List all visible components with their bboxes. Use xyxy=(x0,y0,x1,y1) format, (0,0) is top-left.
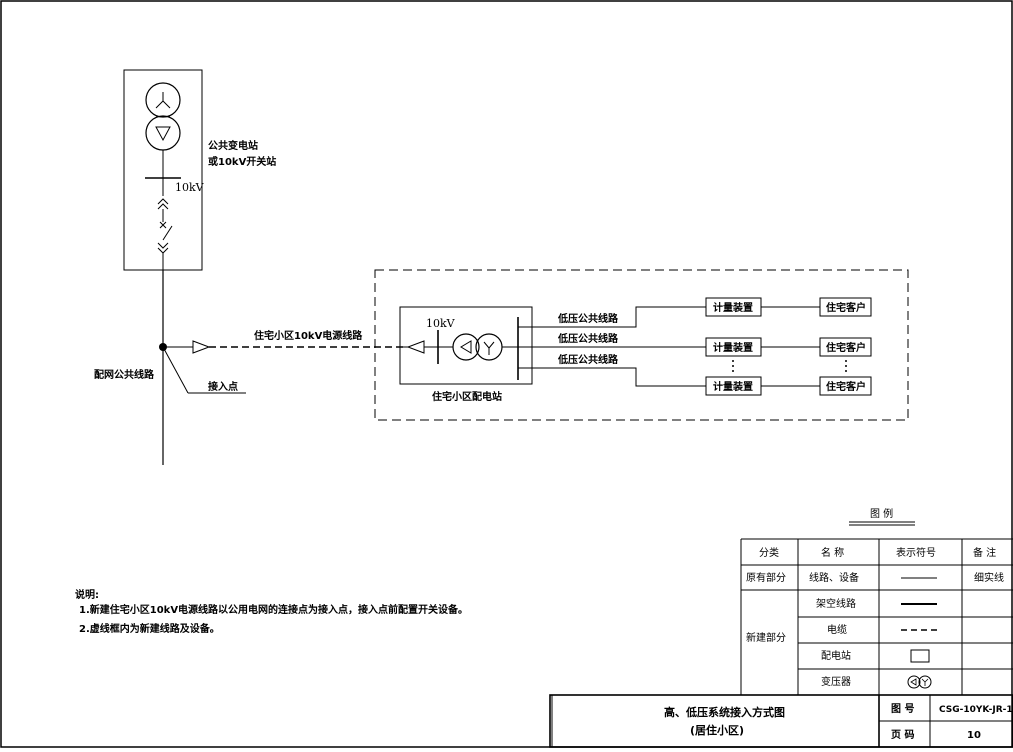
notes: 说明: 1.新建住宅小区10kV电源线路以公用电网的连接点为接入点，接入点前配置… xyxy=(75,588,468,635)
customer-continuation-dots xyxy=(845,360,847,372)
lv-feeder-3 xyxy=(518,367,706,387)
notes-line-1: 1.新建住宅小区10kV电源线路以公用电网的连接点为接入点，接入点前配置开关设备… xyxy=(79,603,468,616)
customer-label-1: 住宅客户 xyxy=(826,301,866,314)
legend-substation-symbol xyxy=(910,649,930,663)
legend-header-name: 名 称 xyxy=(821,546,844,559)
lv-line-label-1: 低压公共线路 xyxy=(557,312,619,325)
lv-feeder-1 xyxy=(518,306,706,328)
access-point-leader xyxy=(162,346,189,394)
lv-line-label-3: 低压公共线路 xyxy=(557,353,619,366)
legend-grid xyxy=(740,538,1013,695)
legend-header-remark: 备 注 xyxy=(973,546,996,559)
upper-plug-contact xyxy=(157,198,169,210)
meter-label-2: 计量装置 xyxy=(713,341,753,354)
title-line-2: (居住小区) xyxy=(690,723,744,737)
feeder-cable-label: 住宅小区10kV电源线路 xyxy=(254,329,363,342)
lower-plug-contact xyxy=(157,242,169,254)
customer-box-1 xyxy=(819,297,872,317)
public-line-label: 配网公共线路 xyxy=(94,368,155,381)
title-line-1: 高、低压系统接入方式图 xyxy=(664,705,785,719)
meter-continuation-dots xyxy=(732,360,734,372)
legend-item-cable: 电缆 xyxy=(827,623,847,636)
drawing-number: CSG-10YK-JR-10 xyxy=(939,705,1013,715)
notes-heading: 说明: xyxy=(75,588,99,601)
legend-item-transformer: 变压器 xyxy=(821,675,851,688)
notes-line-2: 2.虚线框内为新建线路及设备。 xyxy=(79,622,220,635)
residential-substation: 10kV 住宅小区配电站 xyxy=(399,306,533,403)
access-point-label: 接入点 xyxy=(208,380,238,393)
meter-label-3: 计量装置 xyxy=(713,380,753,393)
cable-head-left xyxy=(192,340,211,354)
legend-new-category: 新建部分 xyxy=(746,631,786,644)
substation-box xyxy=(399,306,533,385)
metering-and-customers: 计量装置 计量装置 计量装置 住宅客户 住宅客户 住宅客户 xyxy=(705,297,872,396)
station-busbar-voltage: 10kV xyxy=(175,181,205,194)
breaker-cross xyxy=(159,221,167,229)
customer-box-2 xyxy=(819,337,872,357)
page-number-label: 页 码 xyxy=(891,729,914,741)
lv-line-label-2: 低压公共线路 xyxy=(557,332,619,345)
legend-item-substation: 配电站 xyxy=(821,649,851,662)
legend-header-category: 分类 xyxy=(759,546,779,559)
source-station: 公共变电站 或10kV开关站 10kV xyxy=(123,69,276,271)
legend-transformer-symbol xyxy=(907,675,932,689)
customer-label-3: 住宅客户 xyxy=(826,380,866,393)
legend: 图 例 分类 名 称 表示符号 备 注 原有部分 线路、设备 细实线 新建部分 … xyxy=(740,507,1013,695)
customer-box-3 xyxy=(819,376,872,396)
page-number: 10 xyxy=(967,730,981,741)
legend-existing-category: 原有部分 xyxy=(746,571,786,584)
customer-label-2: 住宅客户 xyxy=(826,341,866,354)
substation-voltage: 10kV xyxy=(426,317,456,330)
new-works-boundary xyxy=(374,269,909,421)
drawing-number-label: 图 号 xyxy=(891,703,914,715)
breaker-blade xyxy=(162,225,173,241)
station-transformer-symbol xyxy=(145,82,181,151)
cable-head-right xyxy=(406,340,425,354)
station-label-line1: 公共变电站 xyxy=(208,139,258,152)
legend-existing-remark: 细实线 xyxy=(974,571,1004,584)
legend-existing-name: 线路、设备 xyxy=(809,571,859,584)
substation-transformer-symbol xyxy=(452,333,503,361)
legend-header-symbol: 表示符号 xyxy=(896,546,936,559)
station-label-line2: 或10kV开关站 xyxy=(208,155,276,168)
meter-label-1: 计量装置 xyxy=(713,301,753,314)
substation-name: 住宅小区配电站 xyxy=(432,390,502,403)
legend-title: 图 例 xyxy=(870,507,893,520)
title-block: 高、低压系统接入方式图 (居住小区) 图 号 CSG-10YK-JR-10 页 … xyxy=(549,694,1013,748)
lv-feeders: 低压公共线路 低压公共线路 低压公共线路 xyxy=(518,306,706,387)
legend-item-overhead: 架空线路 xyxy=(816,597,856,610)
